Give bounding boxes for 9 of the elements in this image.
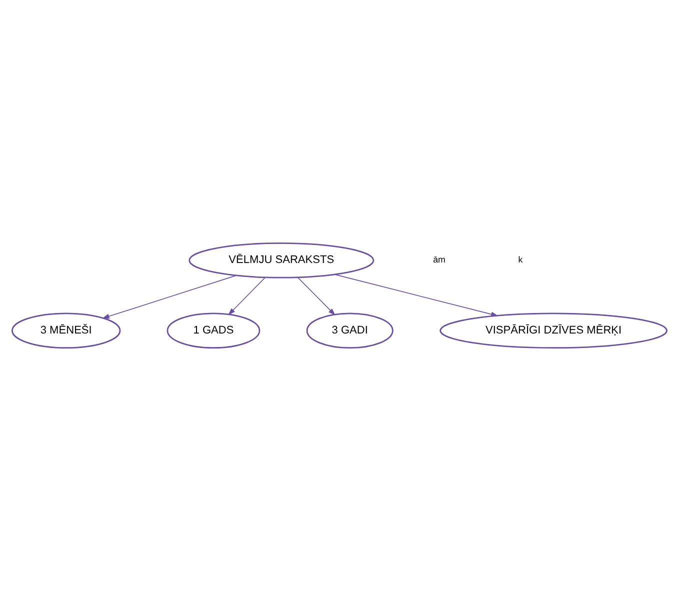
label: ām <box>433 254 446 264</box>
node-ellipse: VĒLMJU SARAKSTS <box>188 242 374 278</box>
arrow <box>334 274 498 317</box>
arrow <box>228 276 266 316</box>
label: k <box>518 254 523 264</box>
node-ellipse: 3 GADI <box>306 312 394 349</box>
node-ellipse: 1 GADS <box>166 312 260 349</box>
arrow <box>297 276 336 316</box>
arrow <box>102 275 237 319</box>
